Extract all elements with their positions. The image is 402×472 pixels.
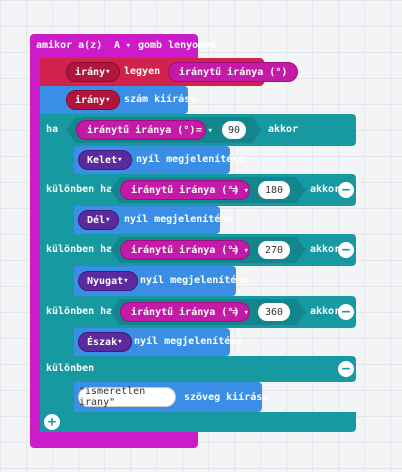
show-arrow-label: nyíl megjelenítése xyxy=(124,214,233,225)
elseif-keyword: különben ha xyxy=(46,244,113,255)
else-row[interactable] xyxy=(40,356,356,382)
operator-dropdown[interactable]: = xyxy=(196,125,213,137)
remove-icon[interactable]: − xyxy=(338,182,354,198)
variable-dropdown[interactable]: irány xyxy=(66,62,120,82)
set-keyword: legyen xyxy=(124,66,161,77)
reporter-label: iránytű iránya (°) xyxy=(179,66,288,78)
event-footer xyxy=(30,428,198,448)
then-keyword: akkor xyxy=(268,124,299,135)
show-arrow-label: nyíl megjelenítése xyxy=(134,336,243,347)
elseif-keyword: különben ha xyxy=(46,184,113,195)
event-suffix: gomb lenyomva xyxy=(138,40,217,51)
operator-dropdown[interactable]: = xyxy=(232,185,249,197)
compass-heading-reporter[interactable]: iránytű iránya (°) xyxy=(120,240,251,260)
compass-heading-reporter[interactable]: iránytű iránya (°) xyxy=(168,62,299,82)
number-input[interactable]: 180 xyxy=(258,181,290,199)
elseif-keyword: különben ha xyxy=(46,306,113,317)
remove-icon[interactable]: − xyxy=(338,242,354,258)
if-block-footer xyxy=(40,412,356,432)
remove-icon[interactable]: − xyxy=(338,304,354,320)
operator-dropdown[interactable]: = xyxy=(232,307,249,319)
operator-dropdown[interactable]: = xyxy=(232,245,249,257)
show-arrow-label: nyíl megjelenítése xyxy=(140,275,249,286)
number-input[interactable]: 270 xyxy=(258,241,290,259)
show-arrow-label: nyíl megjelenítése xyxy=(136,154,245,165)
button-dropdown[interactable]: A xyxy=(114,40,131,52)
remove-icon[interactable]: − xyxy=(338,361,354,377)
compass-heading-reporter[interactable]: iránytű iránya (°) xyxy=(120,180,251,200)
show-number-label: szám kiírása xyxy=(124,94,197,105)
event-label: amikor a(z) xyxy=(36,40,103,51)
then-keyword: akkor xyxy=(310,244,341,255)
then-keyword: akkor xyxy=(310,306,341,317)
number-input[interactable]: 90 xyxy=(222,121,246,139)
add-icon[interactable]: + xyxy=(44,414,60,430)
number-input[interactable]: 360 xyxy=(258,303,290,321)
if-block-spine xyxy=(40,114,74,432)
if-keyword: ha xyxy=(46,124,59,135)
string-input[interactable]: "ismeretlen irany" xyxy=(78,386,176,408)
variable-reporter[interactable]: irány xyxy=(66,90,120,110)
compass-heading-reporter[interactable]: iránytű iránya (°) xyxy=(120,302,251,322)
arrow-dropdown[interactable]: Dél xyxy=(78,210,120,230)
show-string-label: szöveg kiírása xyxy=(184,392,269,403)
else-keyword: különben xyxy=(46,363,95,374)
arrow-dropdown[interactable]: Észak xyxy=(78,332,132,352)
then-keyword: akkor xyxy=(310,184,341,195)
arrow-dropdown[interactable]: Nyugat xyxy=(78,271,138,291)
compass-heading-reporter[interactable]: iránytű iránya (°) xyxy=(76,120,207,140)
event-body-left xyxy=(30,58,40,428)
arrow-dropdown[interactable]: Kelet xyxy=(78,150,132,170)
